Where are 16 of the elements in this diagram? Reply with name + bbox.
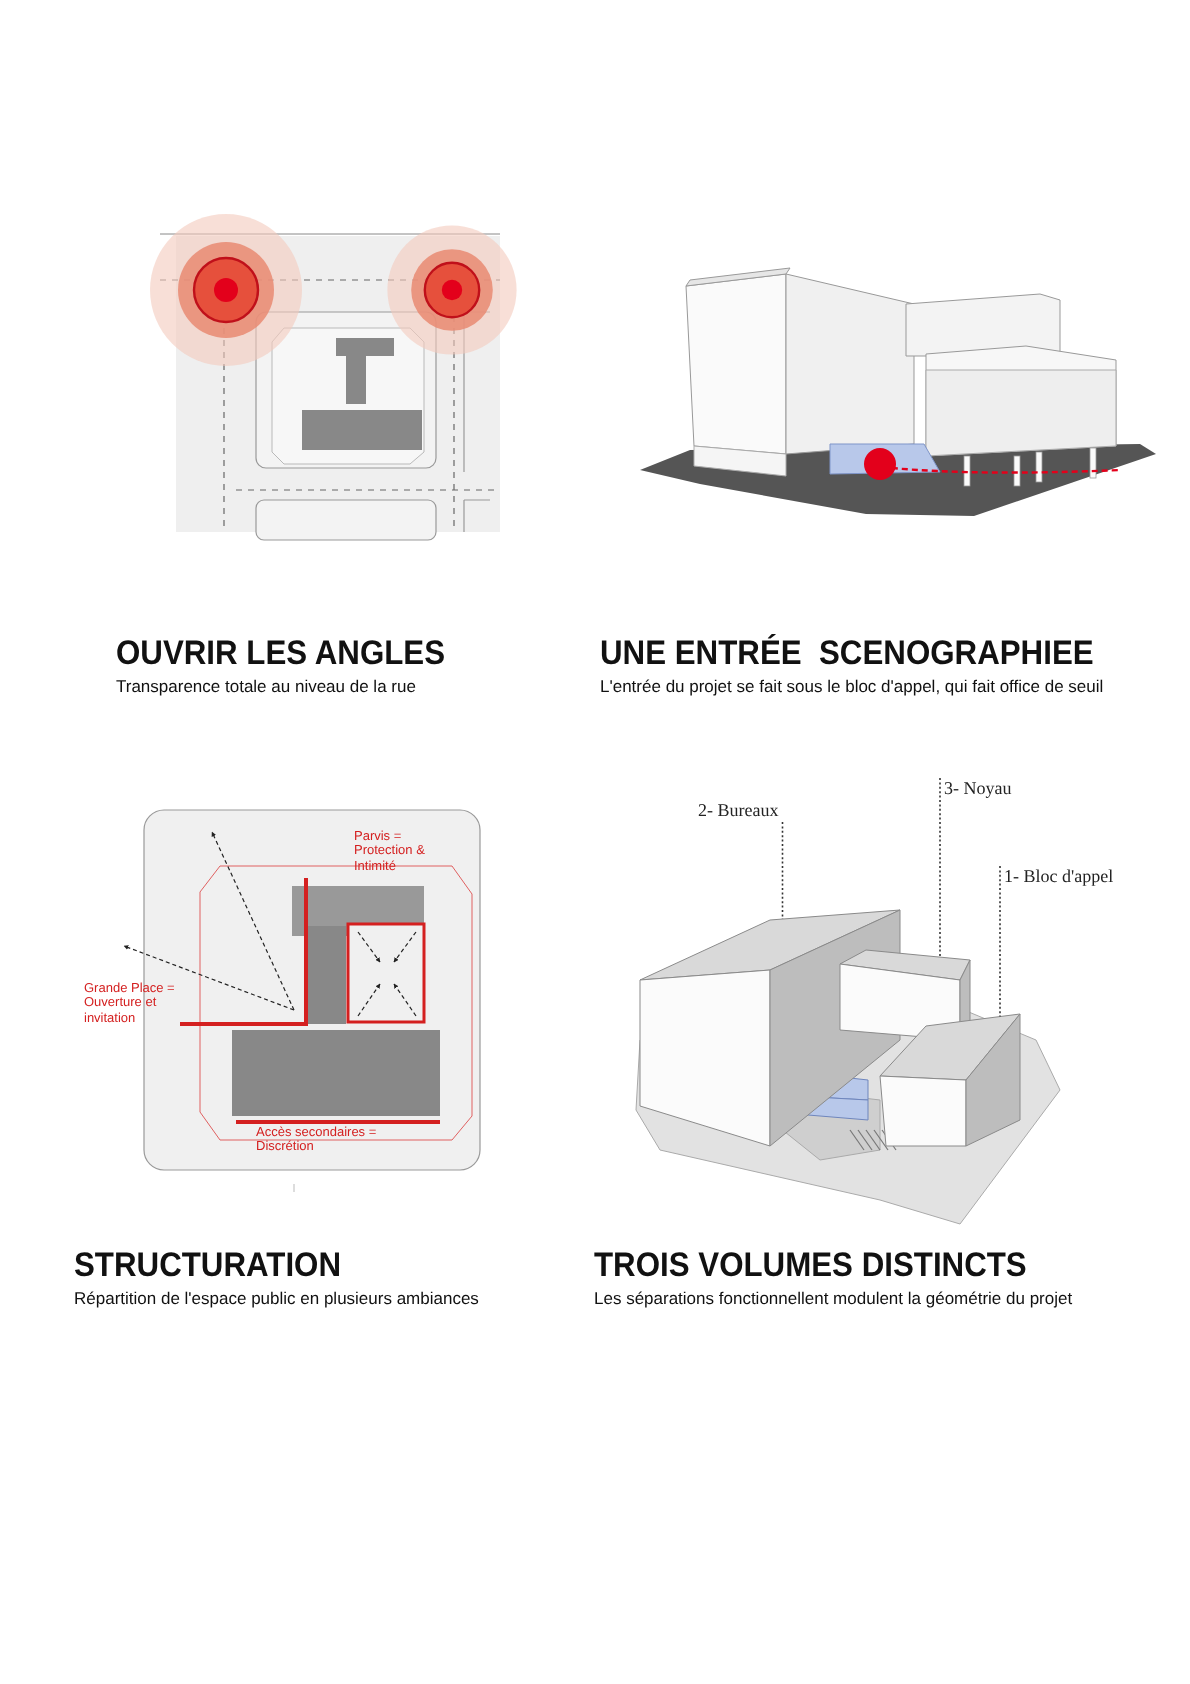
callout-label: 1- Bloc d'appel: [1000, 864, 1118, 888]
section-title: TROIS VOLUMES DISTINCTS: [594, 1246, 1027, 1286]
section-title: OUVRIR LES ANGLES: [116, 634, 446, 674]
section-description: Répartition de l'espace public en plusieurs ambiances: [74, 1290, 479, 1310]
leader-line: [781, 821, 784, 920]
leader-line: [939, 777, 941, 958]
leader-line: [999, 865, 1001, 1018]
building-volume: [839, 949, 971, 1041]
section-description: L'entrée du projet se fait sous le bloc d'appel, qui fait office de seuil: [600, 678, 1104, 698]
section-description: Les séparations fonctionnellent modulent la géométrie du projet: [594, 1290, 1073, 1310]
section-title: STRUCTURATION: [74, 1246, 342, 1286]
section-title: UNE ENTRÉE SCENOGRAPHIEE: [600, 634, 1094, 674]
section-description: Transparence totale au niveau de la rue: [116, 678, 416, 698]
callout-label: 2- Bureaux: [694, 798, 783, 822]
building-volume: [879, 1013, 1021, 1147]
callout-label: 3- Noyau: [940, 776, 1016, 800]
